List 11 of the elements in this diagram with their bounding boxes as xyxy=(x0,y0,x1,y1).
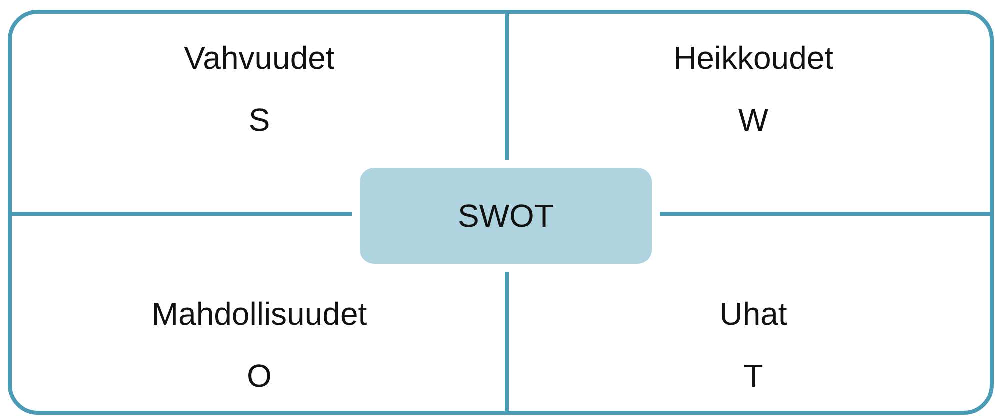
quadrant-title: Heikkoudet xyxy=(672,40,835,77)
quadrant-title: Mahdollisuudet xyxy=(150,296,368,333)
quadrant-letter: W xyxy=(737,102,770,139)
quadrant-title: Vahvuudet xyxy=(183,40,336,77)
quadrant-letter: T xyxy=(742,358,764,395)
center-box xyxy=(360,168,652,264)
quadrant-letter: O xyxy=(246,358,273,395)
center-label: SWOT xyxy=(458,198,554,234)
frame-box xyxy=(8,10,994,415)
quadrant-title: Uhat xyxy=(718,296,788,333)
quadrant-letter: S xyxy=(248,102,272,139)
